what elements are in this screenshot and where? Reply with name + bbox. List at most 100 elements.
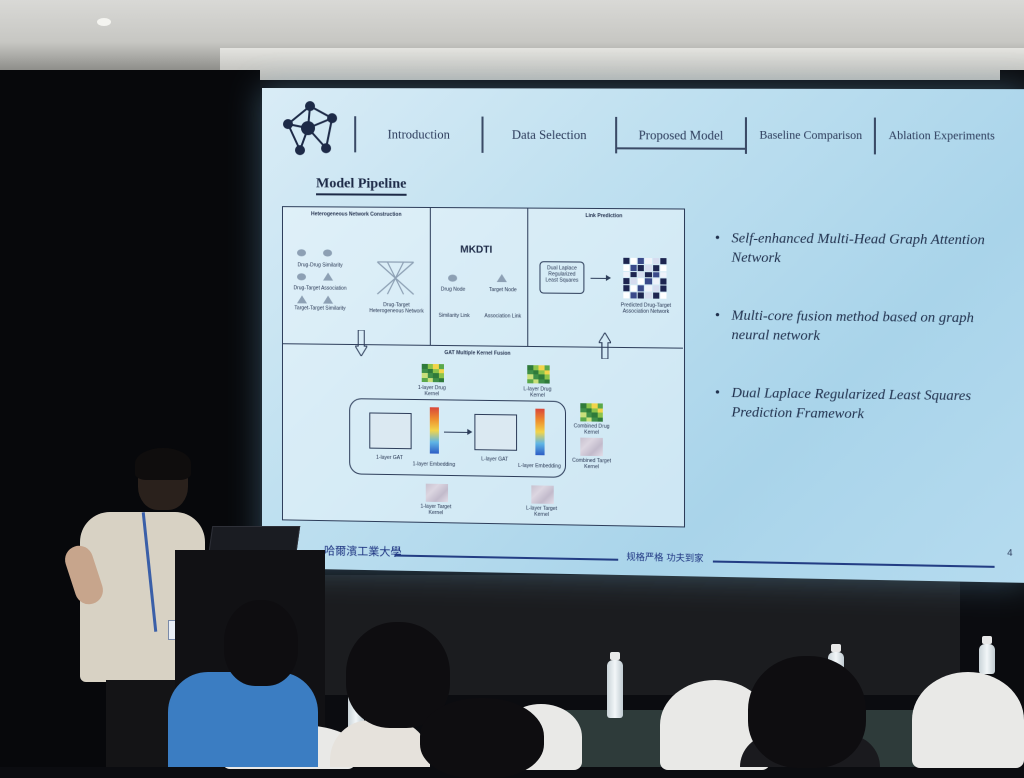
- bullet-item: Self-enhanced Multi-Head Graph Attention…: [715, 229, 1002, 270]
- audience-head: [420, 698, 544, 778]
- label-llayer-drug-kernel: L-layer Drug Kernel: [517, 386, 558, 399]
- drug-kernel-icon: [422, 364, 444, 382]
- matrix-cell: [645, 293, 651, 299]
- bottle-cap: [610, 652, 620, 660]
- matrix-cell: [623, 265, 629, 271]
- nav-item-ablation-experiments: Ablation Experiments: [876, 130, 1006, 143]
- matrix-cell: [631, 292, 637, 298]
- nav-item-data-selection: Data Selection: [484, 127, 616, 143]
- matrix-cell: [653, 293, 659, 299]
- audience-member-blue-shirt: [168, 672, 318, 767]
- target-node-icon: [497, 274, 507, 282]
- matrix-cell: [638, 265, 644, 271]
- arrow-icon: [591, 278, 609, 279]
- section-title: Model Pipeline: [316, 176, 406, 196]
- water-bottle: [607, 660, 623, 718]
- label-drug-drug-similarity: Drug-Drug Similarity: [289, 262, 351, 269]
- matrix-cell: [645, 265, 651, 271]
- bullet-item: Multi-core fusion method based on graph …: [715, 306, 1002, 348]
- matrix-cell: [645, 279, 651, 285]
- matrix-cell: [653, 279, 659, 285]
- speaker-hair: [135, 448, 191, 480]
- matrix-cell: [653, 265, 659, 271]
- drug-node-icon: [297, 273, 306, 280]
- matrix-cell: [653, 258, 659, 264]
- drug-node-icon: [323, 249, 332, 256]
- projected-slide: Introduction Data Selection Proposed Mod…: [262, 88, 1024, 583]
- water-bottle: [979, 644, 995, 674]
- matrix-cell: [623, 292, 629, 298]
- matrix-cell: [638, 272, 644, 278]
- label-llayer-gat: L-layer GAT: [470, 456, 519, 463]
- footer-rule: [713, 561, 995, 568]
- label-target-node: Target Node: [485, 287, 522, 293]
- audience-head: [224, 600, 298, 686]
- target-node-icon: [297, 295, 307, 303]
- label-combined-drug-kernel: Combined Drug Kernel: [570, 423, 613, 436]
- label-1layer-target-kernel: 1-layer Target Kernel: [414, 504, 459, 517]
- bottle-cap: [831, 644, 841, 652]
- matrix-cell: [660, 279, 666, 285]
- label-1layer-embedding: 1-layer Embedding: [410, 461, 459, 468]
- combined-drug-kernel-icon: [580, 403, 603, 422]
- gat-graph-icon: [474, 414, 517, 451]
- matrix-cell: [638, 258, 644, 264]
- audience-head: [748, 656, 866, 768]
- label-1layer-gat: 1-layer GAT: [365, 455, 413, 462]
- matrix-cell: [653, 272, 659, 278]
- drug-node-icon: [297, 249, 306, 256]
- label-drug-target-network: Drug-Target Heterogeneous Network: [367, 302, 426, 315]
- matrix-cell: [631, 272, 637, 278]
- predicted-matrix: [623, 258, 666, 299]
- down-arrow-icon: [355, 330, 367, 356]
- label-llayer-embedding: L-layer Embedding: [515, 463, 564, 470]
- network-construction-panel: Heterogeneous Network Construction Drug-…: [283, 207, 431, 346]
- label-dual-laplace: Dual Laplace Regularized Least Squares: [542, 265, 583, 284]
- nav-item-baseline-comparison: Baseline Comparison: [747, 129, 874, 142]
- matrix-cell: [544, 379, 550, 384]
- matrix-cell: [645, 286, 651, 292]
- heterogeneous-network-icon: [373, 258, 417, 299]
- combined-target-kernel-icon: [580, 438, 603, 457]
- matrix-cell: [438, 378, 444, 383]
- footer-rule: [394, 555, 618, 561]
- matrix-cell: [597, 417, 603, 422]
- matrix-cell: [645, 272, 651, 278]
- gat-graph-icon: [369, 412, 411, 449]
- matrix-cell: [638, 279, 644, 285]
- matrix-cell: [660, 293, 666, 299]
- matrix-cell: [638, 286, 644, 292]
- bullet-item: Dual Laplace Regularized Least Squares P…: [715, 384, 1002, 427]
- target-kernel-icon: [531, 485, 553, 504]
- up-arrow-icon: [599, 333, 611, 359]
- matrix-cell: [631, 279, 637, 285]
- label-predicted-network: Predicted Drug-Target Association Networ…: [613, 302, 679, 315]
- page-number: 4: [1007, 548, 1012, 558]
- model-name: MKDTI: [460, 244, 492, 255]
- chair: [912, 672, 1024, 768]
- matrix-cell: [645, 258, 651, 264]
- target-node-icon: [323, 273, 333, 281]
- label-similarity-link: Similarity Link: [434, 313, 475, 319]
- fusion-title: GAT Multiple Kernel Fusion: [434, 350, 521, 357]
- matrix-cell: [631, 286, 637, 292]
- matrix-cell: [660, 286, 666, 292]
- matrix-cell: [660, 265, 666, 271]
- network-logo-icon: [278, 96, 342, 160]
- bottle-cap: [982, 636, 992, 644]
- link-prediction-panel: Link Prediction Dual Laplace Regularized…: [527, 209, 683, 349]
- matrix-cell: [623, 258, 629, 264]
- university-logo: 哈爾濱工業大學: [324, 542, 401, 560]
- embedding-icon: [430, 407, 439, 453]
- drug-node-icon: [448, 275, 457, 282]
- drug-kernel-icon: [527, 365, 549, 383]
- mkdti-panel: MKDTI Drug Node Target Node Similarity L…: [430, 208, 528, 347]
- label-combined-target-kernel: Combined Target Kernel: [570, 458, 613, 471]
- slide-nav: Introduction Data Selection Proposed Mod…: [354, 112, 1013, 159]
- bullet-list: Self-enhanced Multi-Head Graph Attention…: [715, 229, 1002, 465]
- panel-title: Heterogeneous Network Construction: [303, 211, 410, 218]
- label-drug-node: Drug Node: [436, 287, 470, 293]
- matrix-cell: [631, 265, 637, 271]
- embedding-icon: [535, 409, 544, 456]
- matrix-cell: [660, 258, 666, 264]
